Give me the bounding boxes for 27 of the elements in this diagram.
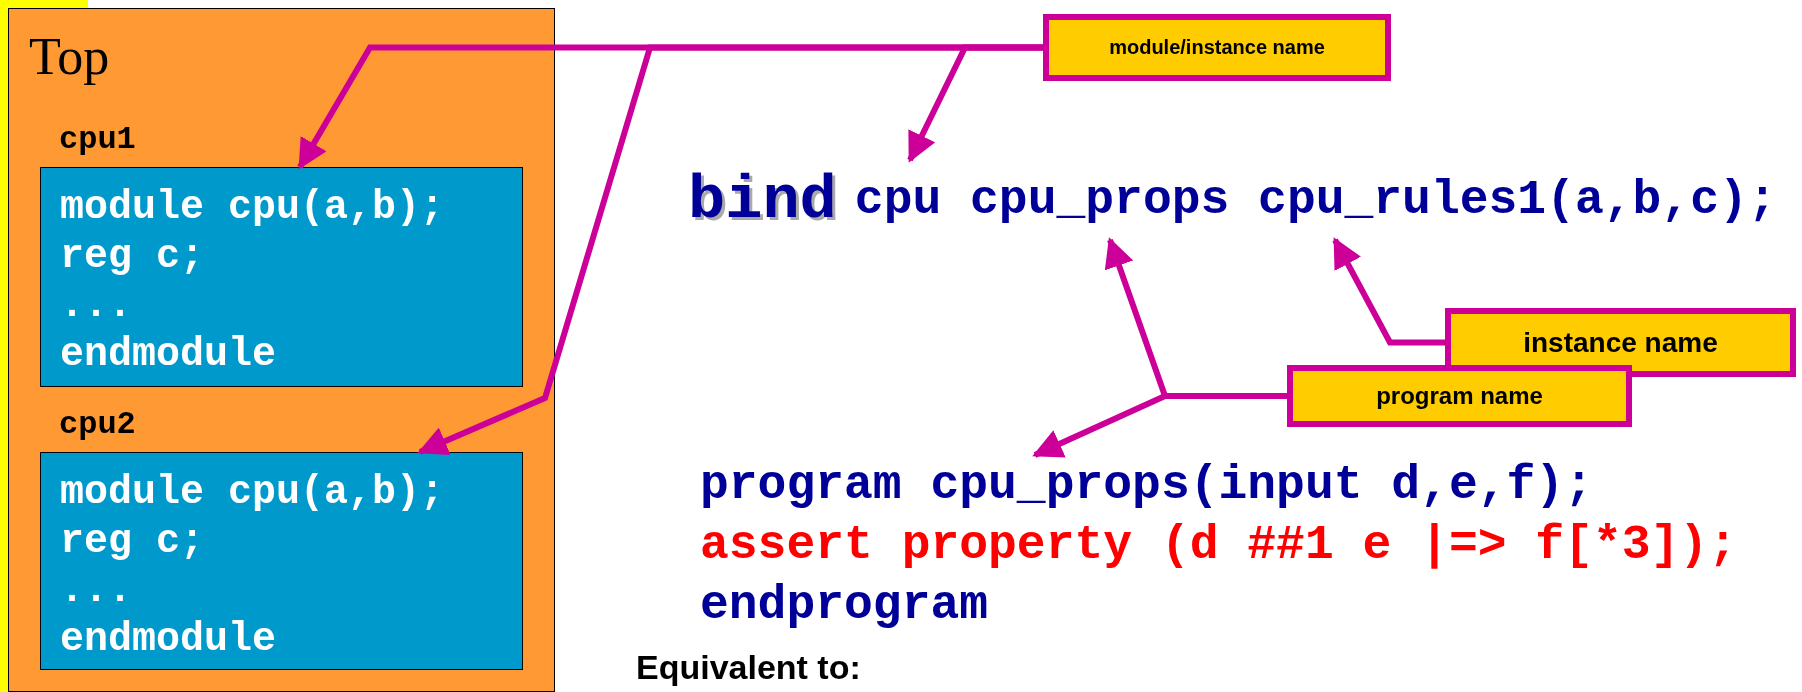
callout-box bbox=[1043, 14, 1391, 81]
code-line: program cpu_props(input d,e,f); bbox=[700, 457, 1593, 514]
callout-text: program name bbox=[1376, 382, 1543, 410]
arrow bbox=[907, 44, 1043, 163]
code-line: ... bbox=[60, 282, 132, 330]
code-line: endprogram bbox=[700, 577, 989, 634]
code-line: module cpu(a,b); bbox=[60, 184, 445, 232]
callout-text: module/instance name bbox=[1109, 36, 1325, 59]
code-line: endmodule bbox=[60, 616, 277, 664]
code-text: cpu cpu_props cpu_rules1(a,b,c); bbox=[854, 173, 1777, 227]
bind-keyword: bind bbox=[688, 164, 837, 236]
panel-title: Top bbox=[29, 27, 110, 87]
code-line: endmodule bbox=[60, 331, 277, 379]
code-line: ... bbox=[60, 567, 132, 615]
code-line: assert property (d ##1 e |=> f[*3]); bbox=[700, 517, 1737, 574]
code-line: module cpu(a,b); bbox=[60, 469, 445, 517]
note-text: Equivalent to: bbox=[636, 648, 861, 687]
callout-box bbox=[1287, 365, 1632, 427]
code-line: reg c; bbox=[60, 233, 205, 281]
arrow bbox=[1332, 237, 1445, 346]
arrow bbox=[1032, 393, 1287, 458]
hierarchy-panel bbox=[8, 8, 555, 692]
code-line: reg c; bbox=[60, 518, 205, 566]
instance-label: cpu1 bbox=[59, 120, 136, 160]
callout-box bbox=[1445, 308, 1796, 377]
callout-text: instance name bbox=[1523, 326, 1718, 359]
instance-label: cpu2 bbox=[59, 405, 136, 445]
